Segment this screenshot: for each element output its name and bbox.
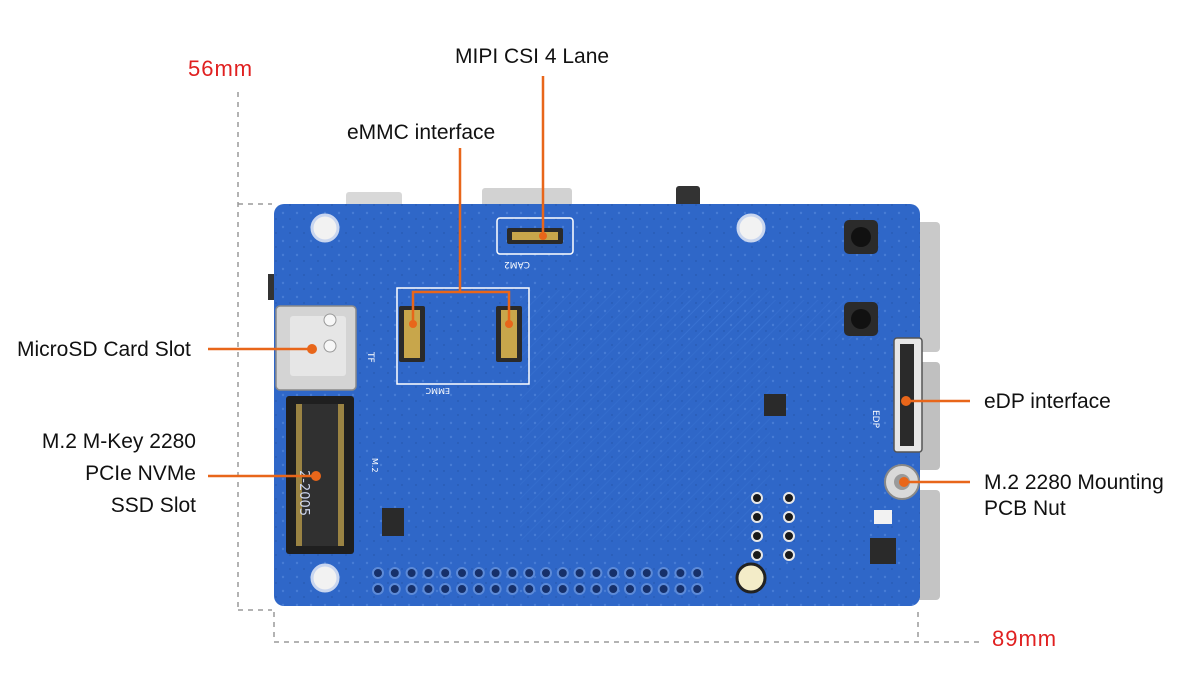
gpio-pin-hole	[674, 583, 687, 595]
gpio-pin-hole	[523, 567, 536, 579]
pcb-board	[274, 204, 920, 606]
width-dimension-label: 89mm	[992, 626, 1058, 651]
nut-callout-label-line2: PCB Nut	[984, 497, 1066, 520]
gpio-pin-hole	[506, 567, 519, 579]
height-dimension-label: 56mm	[188, 56, 254, 81]
silkscreen-edp: EDP	[870, 410, 880, 429]
edp-callout-label: eDP interface	[984, 390, 1111, 413]
gpio-pin-hole	[372, 567, 384, 579]
gpio-pin-hole	[489, 567, 502, 579]
gpio-pin-hole	[556, 583, 569, 595]
gpio-pin-hole	[573, 567, 586, 579]
callout-lines	[208, 76, 970, 484]
gpio-pin-hole	[624, 567, 636, 579]
gpio-pin-hole	[607, 567, 620, 579]
dimension-lines	[237, 92, 980, 643]
gpio-pin-hole	[456, 583, 468, 595]
gpio-pin-hole	[506, 583, 519, 595]
gpio-pin-hole	[556, 567, 569, 579]
test-pad	[783, 530, 795, 542]
gpio-pin-hole	[372, 583, 384, 595]
gpio-pin-hole	[657, 583, 670, 595]
test-pad	[783, 549, 795, 561]
gpio-pin-hole	[607, 583, 620, 595]
gpio-pin-hole	[388, 567, 401, 579]
gpio-pin-hole	[691, 583, 704, 595]
gpio-pin-hole	[388, 583, 401, 595]
m2-callout-label-line1: M.2 M-Key 2280	[41, 430, 196, 453]
test-pad	[751, 530, 763, 542]
test-pad	[751, 492, 763, 504]
gpio-pin-hole	[472, 583, 485, 595]
test-pad	[751, 549, 763, 561]
gpio-pin-hole	[674, 567, 687, 579]
gpio-pin-hole	[624, 583, 636, 595]
gpio-pin-hole	[422, 583, 435, 595]
gpio-pin-hole	[422, 567, 435, 579]
emmc-area	[396, 287, 530, 385]
gpio-pin-hole	[573, 583, 586, 595]
silkscreen-tf: TF	[365, 351, 375, 363]
emmc-callout-label: eMMC interface	[347, 121, 496, 144]
gpio-pin-hole	[489, 583, 502, 595]
test-pads	[751, 492, 795, 561]
nut-callout-label-line1: M.2 2280 Mounting	[984, 471, 1164, 494]
microsd-callout-label: MicroSD Card Slot	[17, 338, 191, 361]
cam2-connector	[496, 217, 574, 255]
tactile-buttons	[844, 220, 878, 336]
gpio-pin-hole	[439, 567, 452, 579]
gpio-pin-hole	[456, 567, 468, 579]
test-pad	[751, 511, 763, 523]
gpio-pin-hole	[523, 583, 536, 595]
gpio-pin-hole	[405, 567, 418, 579]
gpio-header	[372, 567, 704, 595]
gpio-pin-hole	[640, 567, 653, 579]
silkscreen-m2: M.2	[370, 458, 379, 473]
gpio-pin-hole	[640, 583, 653, 595]
test-pad	[783, 511, 795, 523]
mounting-holes	[310, 213, 767, 594]
gpio-pin-hole	[590, 583, 603, 595]
mipi-callout-label: MIPI CSI 4 Lane	[455, 45, 610, 68]
gpio-pin-hole	[590, 567, 603, 579]
callout-dots	[307, 232, 911, 487]
gpio-pin-hole	[540, 583, 552, 595]
gpio-pin-hole	[657, 567, 670, 579]
m2-callout-label-line3: SSD Slot	[110, 494, 196, 517]
gpio-pin-hole	[405, 583, 418, 595]
silkscreen-cam2: CAM2	[504, 259, 530, 269]
gpio-pin-hole	[540, 567, 552, 579]
silkscreen-emmc: EMMC	[425, 386, 450, 395]
gpio-pin-hole	[439, 583, 452, 595]
gpio-pin-hole	[691, 567, 704, 579]
silkscreen-m2-part: 2-2005	[296, 470, 311, 516]
chips	[382, 394, 896, 564]
gpio-pin-hole	[472, 567, 485, 579]
m2-callout-label-line2: PCIe NVMe	[85, 462, 196, 485]
test-pad	[783, 492, 795, 504]
edp-connector	[893, 337, 923, 453]
